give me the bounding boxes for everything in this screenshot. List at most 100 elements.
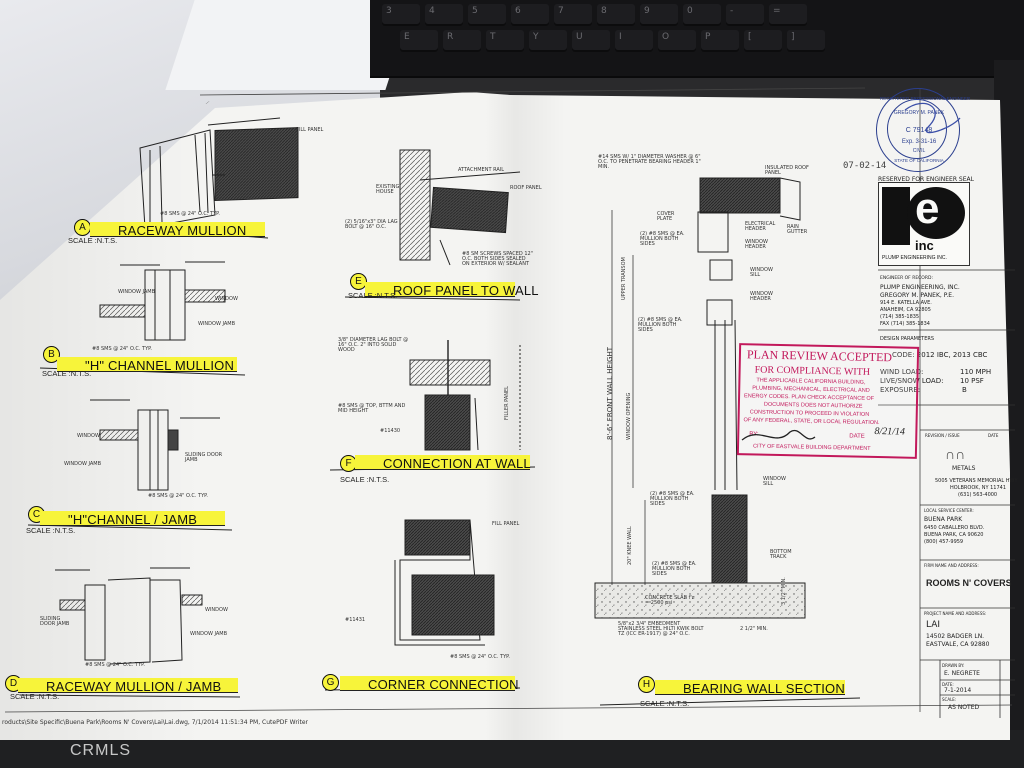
note-h-sms-mullion-1: (2) #8 SMS @ EA. MULLION BOTH SIDES — [640, 231, 685, 247]
detail-bubble-g: G — [322, 674, 339, 691]
note-fill-panel-a: FILL PANEL — [296, 127, 324, 133]
detail-title-b: "H" CHANNEL MULLION — [57, 357, 237, 373]
key: U — [572, 30, 610, 52]
seal-exp: Exp. 3-31-16 — [901, 139, 937, 145]
detail-scale-d: SCALE :N.T.S. — [10, 692, 60, 701]
engineer-seal: REGISTERED PROFESSIONAL ENGINEER GREGORY… — [876, 88, 971, 172]
service-addr2: BUENA PARK, CA 90620 — [924, 532, 984, 538]
detail-title-f: CONNECTION AT WALL — [355, 455, 531, 471]
detail-h-bearing-wall-section — [594, 177, 861, 706]
detail-bubble-b: B — [43, 346, 60, 363]
key: T — [486, 30, 524, 52]
note-bottom-track: BOTTOM TRACK — [770, 549, 792, 560]
note-min-2-5: 2 1/2" MIN. — [740, 626, 768, 632]
note-f-sms: #8 SMS @ TOP, BTTM AND MID HEIGHT — [338, 403, 406, 414]
keyboard-row-numbers: 3 4 5 6 7 8 9 0 - = — [382, 4, 807, 26]
note-concrete-slab: CONCRETE SLAB f'c = 2500 psi — [645, 595, 695, 606]
note-id-11431: #11431 — [345, 617, 366, 623]
logo-company: PLUMP ENGINEERING INC. — [882, 255, 947, 261]
revision-date-label: DATE — [988, 433, 999, 438]
note-h-sms-mullion-2: (2) #8 SMS @ EA. MULLION BOTH SIDES — [638, 317, 683, 333]
live-load-label: LIVE/SNOW LOAD: — [880, 377, 944, 385]
note-cover-plate: COVER PLATE — [657, 211, 675, 222]
seal-type: CIVIL — [912, 148, 926, 154]
detail-scale-b: SCALE :N.T.S. — [42, 369, 92, 378]
note-sliding-door-jamb-c: SLIDING DOOR JAMB — [185, 452, 223, 463]
key: = — [769, 4, 807, 26]
key: 7 — [554, 4, 592, 26]
key: 6 — [511, 4, 549, 26]
key: P — [701, 30, 739, 52]
note-window-sill-1: WINDOW SILL — [750, 267, 773, 278]
seal-ring-text: REGISTERED PROFESSIONAL ENGINEER — [880, 96, 971, 101]
firm-name: ROOMS N' COVERS — [926, 578, 1012, 588]
note-sm-screws: #8 SM SCREWS SPACED 12" O.C. BOTH SIDES … — [462, 251, 533, 267]
detail-title-h: BEARING WALL SECTION — [655, 680, 845, 696]
tb-company: PLUMP ENGINEERING, INC. — [880, 284, 960, 291]
detail-scale-h: SCALE :N.T.S. — [640, 699, 690, 708]
keyboard-row-letters: E R T Y U I O P [ ] — [400, 30, 825, 52]
detail-bubble-f: F — [340, 455, 357, 472]
detail-bubble-e: E — [350, 273, 367, 290]
project-addr1: 14502 BADGER LN. — [926, 633, 985, 640]
detail-title-c: "H"CHANNEL / JAMB — [40, 511, 225, 527]
note-sliding-door-jamb-d: SLIDING DOOR JAMB — [40, 616, 70, 627]
detail-title-e: ROOF PANEL TO WALL — [365, 282, 538, 298]
detail-scale-e: SCALE :N.T.S. — [348, 291, 398, 300]
key: O — [658, 30, 696, 52]
key: Y — [529, 30, 567, 52]
note-roof-panel: ROOF PANEL — [510, 185, 542, 191]
wind-load-label: WIND LOAD: — [880, 368, 924, 376]
design-code: CODE: 2012 IBC, 2013 CBC — [892, 351, 988, 359]
logo-p-stem-icon — [882, 187, 910, 245]
project-addr2: EASTVALE, CA 92880 — [926, 641, 990, 648]
note-window-b: WINDOW — [215, 296, 238, 302]
note-window-jamb-b: WINDOW JAMB — [118, 289, 156, 295]
note-window-sill-2: WINDOW SILL — [763, 476, 786, 487]
date2-label: DATE: — [942, 682, 954, 687]
detail-f-connection-at-wall — [329, 340, 536, 471]
title-block-lines — [878, 269, 1015, 718]
key: R — [443, 30, 481, 52]
note-window-jamb-d: WINDOW JAMB — [190, 631, 228, 637]
key: [ — [744, 30, 782, 52]
note-lag-bolt: (2) 5/16"x3" DIA LAG BOLT @ 16" O.C. — [345, 219, 398, 230]
company-logo: e inc PLUMP ENGINEERING INC. — [878, 182, 970, 266]
note-window-jamb-b2: WINDOW JAMB — [198, 321, 236, 327]
note-c-sms: #8 SMS @ 24" O.C. TYP. — [148, 493, 208, 499]
note-window-c: WINDOW — [77, 433, 100, 439]
file-path: roducts\Site Specific\Buena Park\Rooms N… — [2, 719, 308, 726]
key: I — [615, 30, 653, 52]
service-addr1: 6450 CABALLERO BLVD. — [924, 525, 985, 531]
note-h-sms-mullion-4: (2) #8 SMS @ EA. MULLION BOTH SIDES — [652, 561, 697, 577]
seal-number: C 79148 — [905, 127, 933, 134]
mfr-addr2: HOLBROOK, NY 11741 — [950, 485, 1007, 491]
note-electrical-header: ELECTRICAL HEADER — [745, 221, 776, 232]
date2: 7-1-2014 — [944, 687, 972, 694]
engineer-of-record-label: ENGINEER OF RECORD: — [880, 276, 933, 281]
note-h-washer: #14 SMS W/ 1" DIAMETER WASHER @ 6" O.C. … — [598, 154, 701, 170]
note-window-header-1: WINDOW HEADER — [745, 239, 768, 250]
note-h-sms-mullion-3: (2) #8 SMS @ EA. MULLION BOTH SIDES — [650, 491, 695, 507]
mfr-addr1: 5005 VETERANS MEMORIAL HWY — [935, 478, 1018, 484]
watermark: CRMLS — [70, 742, 132, 759]
reserved-seal-label: RESERVED FOR ENGINEER SEAL — [878, 176, 974, 183]
project-label: PROJECT NAME AND ADDRESS: — [924, 611, 987, 616]
tb-addr2: ANAHEIM, CA 92805 — [880, 307, 931, 313]
key: - — [726, 4, 764, 26]
mfr-name: METALS — [952, 465, 976, 472]
detail-scale-a: SCALE :N.T.S. — [68, 236, 118, 245]
note-id-11430: #11430 — [380, 428, 401, 434]
note-window-jamb-c: WINDOW JAMB — [64, 461, 102, 467]
note-d-sms: #8 SMS @ 24" O.C. TYP. — [85, 662, 145, 668]
key: 8 — [597, 4, 635, 26]
note-window-header-2: WINDOW HEADER — [750, 291, 773, 302]
detail-scale-f: SCALE :N.T.S. — [340, 475, 390, 484]
detail-title-d: RACEWAY MULLION / JAMB — [18, 678, 238, 694]
note-f-lag: 3/8" DIAMETER LAG BOLT @ 16" O.C. 2" INT… — [338, 337, 409, 353]
note-rain-gutter: RAIN GUTTER — [787, 224, 808, 235]
handwritten-date: 07-02-14 — [843, 161, 887, 171]
note-b-sms: #8 SMS @ 24" O.C. TYP. — [92, 346, 152, 352]
